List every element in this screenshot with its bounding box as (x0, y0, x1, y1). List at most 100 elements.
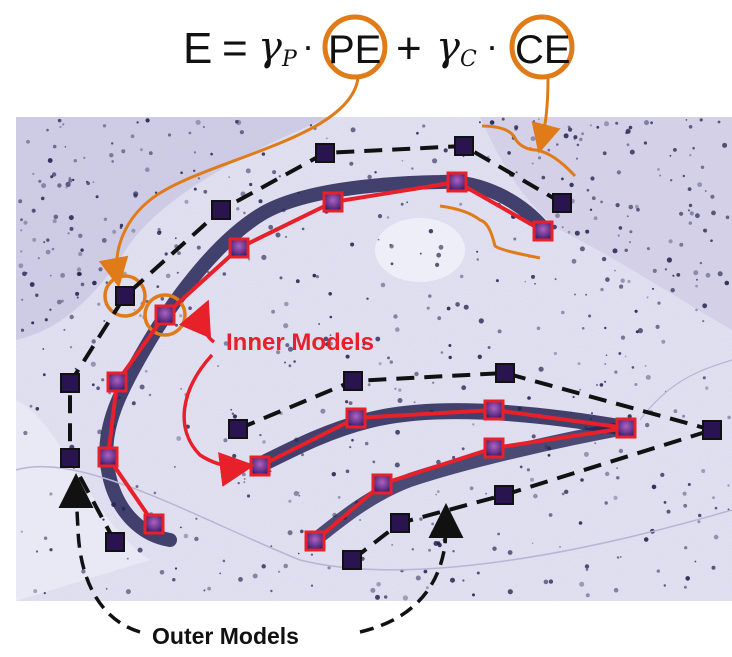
outer-control-point (702, 420, 722, 440)
cell-speck (569, 182, 574, 188)
inner-control-point (154, 304, 176, 326)
cell-speck (461, 385, 467, 391)
cell-speck (157, 227, 161, 232)
cell-speck (51, 247, 55, 251)
cell-speck (586, 188, 590, 192)
cell-speck (579, 137, 583, 142)
cell-speck (37, 257, 40, 260)
cell-speck (585, 293, 588, 296)
cell-speck (350, 127, 356, 133)
cell-speck (485, 492, 487, 495)
cell-speck (32, 172, 35, 175)
cell-speck (51, 172, 57, 177)
cell-speck (711, 565, 716, 570)
cell-speck (219, 572, 222, 575)
cell-speck (345, 400, 349, 404)
cell-speck (325, 137, 328, 140)
cell-speck (725, 215, 730, 220)
cell-speck (561, 492, 565, 496)
cell-speck (337, 496, 341, 499)
cell-speck (92, 181, 95, 183)
cell-speck (136, 121, 139, 124)
cell-speck (717, 120, 721, 124)
cell-speck (419, 517, 423, 521)
cell-speck (298, 494, 301, 497)
cell-speck (655, 324, 660, 329)
outer-control-point (495, 363, 515, 383)
cell-speck (452, 455, 456, 460)
cell-speck (643, 141, 648, 145)
cell-speck (148, 151, 153, 156)
cell-speck (95, 195, 99, 199)
cell-speck (31, 321, 35, 325)
cell-speck (90, 361, 96, 367)
cell-speck (620, 278, 625, 283)
cell-speck (699, 261, 703, 265)
cell-speck (702, 376, 706, 380)
cell-speck (645, 374, 651, 380)
cell-speck (696, 278, 698, 281)
cell-speck (131, 228, 136, 233)
cell-speck (74, 367, 77, 370)
cell-speck (68, 176, 72, 180)
inner-model-lower-top (259, 407, 627, 468)
cell-speck (428, 229, 434, 234)
cell-speck (18, 263, 24, 269)
cell-speck (615, 121, 619, 125)
cell-speck (626, 143, 630, 147)
cell-speck (501, 117, 505, 121)
cell-speck (423, 569, 428, 574)
cell-speck (49, 492, 53, 496)
cell-speck (436, 459, 441, 465)
cell-speck (553, 351, 558, 356)
cell-speck (472, 593, 475, 597)
cell-speck (629, 230, 633, 234)
cell-speck (131, 401, 136, 406)
cell-speck (232, 414, 237, 419)
cell-speck (666, 257, 673, 263)
cell-speck (239, 130, 244, 135)
cell-speck (599, 383, 604, 387)
cell-speck (702, 303, 708, 309)
cell-speck (23, 220, 28, 225)
cell-speck (581, 327, 585, 330)
cell-speck (69, 314, 74, 320)
cell-speck (348, 401, 353, 405)
cell-speck (376, 582, 381, 587)
cell-speck (700, 165, 705, 169)
cell-speck (160, 297, 165, 301)
cell-speck (687, 483, 691, 486)
cell-speck (604, 501, 608, 505)
outer-control-point (315, 143, 335, 163)
cell-speck (620, 335, 626, 340)
cell-speck (217, 365, 220, 367)
cell-speck (717, 271, 723, 277)
cell-speck (644, 120, 649, 126)
cell-speck (378, 362, 382, 366)
cell-speck (588, 314, 592, 318)
cell-speck (372, 460, 376, 464)
cell-speck (284, 301, 289, 307)
cell-speck (600, 287, 604, 292)
cell-speck (105, 588, 108, 590)
cell-speck (514, 125, 519, 130)
cell-speck (137, 547, 143, 553)
cell-speck (476, 250, 479, 253)
cell-speck (262, 440, 266, 444)
cell-speck (683, 503, 688, 508)
cell-speck (285, 343, 290, 348)
outer-control-points (60, 136, 722, 570)
cell-speck (377, 214, 383, 219)
cell-speck (56, 299, 62, 305)
cell-speck (57, 183, 62, 188)
cell-speck (245, 168, 251, 174)
cell-speck (23, 430, 28, 436)
cell-speck (602, 151, 607, 156)
cell-speck (288, 364, 292, 368)
cell-speck (193, 169, 196, 172)
gamma-p: γ (258, 24, 282, 70)
cell-speck (705, 386, 709, 390)
inner-control-point (532, 220, 554, 242)
cell-speck (293, 491, 299, 496)
